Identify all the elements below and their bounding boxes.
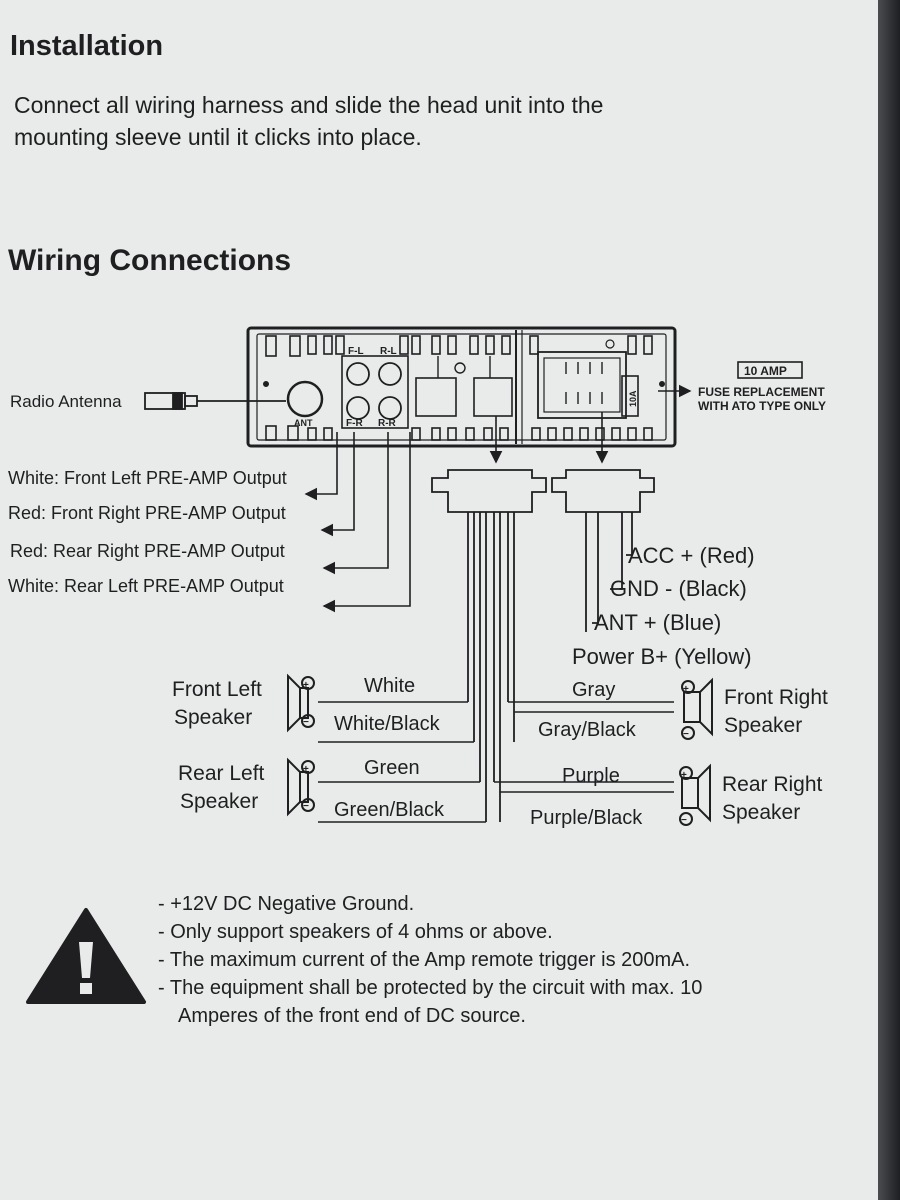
front-right-neg-wire: Gray/Black — [538, 719, 637, 741]
front-left-label-line-1: Front Left — [172, 678, 262, 701]
rear-right-pos-wire: Purple — [562, 765, 620, 787]
front-left-plus: + — [303, 680, 309, 691]
rear-left-neg-wire: Green/Black — [334, 799, 445, 821]
front-right-label-line-1: Front Right — [724, 686, 828, 709]
note-circuit-protection: - The equipment shall be protected by th… — [158, 977, 703, 999]
rear-right-minus: − — [681, 815, 687, 826]
preamp-output-front-right: Red: Front Right PRE-AMP Output — [8, 503, 286, 523]
preamp-output-rear-right: Red: Rear Right PRE-AMP Output — [10, 541, 285, 561]
rear-right-label-line-1: Rear Right — [722, 773, 823, 796]
wire-ant: ANT + (Blue) — [594, 610, 721, 635]
head-unit — [246, 326, 677, 448]
note-ground: - +12V DC Negative Ground. — [158, 893, 415, 915]
manual-page: Installation Connect all wiring harness … — [0, 0, 878, 1200]
warning-notes: - +12V DC Negative Ground. - Only suppor… — [158, 890, 858, 1030]
port-label-rl: R-L — [380, 346, 397, 357]
installation-text-line-1: Connect all wiring harness and slide the… — [14, 92, 604, 118]
rear-left-pos-wire: Green — [364, 757, 420, 779]
wire-acc: ACC + (Red) — [628, 543, 755, 568]
wiring-diagram: 10A F-L R-L F-R R-R ANT Radio Antenna 10… — [8, 326, 828, 829]
rear-right-plus: + — [681, 770, 687, 781]
rear-left-speaker-icon — [287, 757, 315, 817]
speaker-wires — [318, 701, 674, 823]
preamp-output-front-left: White: Front Left PRE-AMP Output — [8, 468, 287, 488]
radio-antenna-label: Radio Antenna — [10, 392, 122, 411]
note-speaker-ohms: - Only support speakers of 4 ohms or abo… — [158, 921, 553, 943]
front-left-pos-wire: White — [364, 675, 415, 697]
front-right-pos-wire: Gray — [572, 679, 615, 701]
warning-triangle-icon — [26, 908, 146, 1004]
front-left-label-line-2: Speaker — [174, 706, 252, 729]
speaker-harness-plug — [431, 469, 547, 822]
front-right-label-line-2: Speaker — [724, 714, 802, 737]
rear-right-label-line-2: Speaker — [722, 801, 800, 824]
background-edge — [878, 0, 900, 1200]
front-left-minus: − — [303, 717, 309, 728]
wire-gnd: GND - (Black) — [610, 576, 747, 601]
front-left-neg-wire: White/Black — [334, 713, 441, 735]
note-amp-trigger: - The maximum current of the Amp remote … — [158, 949, 691, 971]
rear-left-label-line-2: Speaker — [180, 790, 258, 813]
front-right-minus: − — [683, 729, 689, 740]
rear-left-label-line-1: Rear Left — [178, 762, 265, 785]
rear-left-plus: + — [303, 764, 309, 775]
installation-heading: Installation — [10, 30, 164, 62]
fuse-note-line-1: FUSE REPLACEMENT — [698, 385, 825, 399]
wiring-heading: Wiring Connections — [8, 244, 292, 277]
front-left-speaker-icon — [287, 673, 315, 733]
installation-text-line-2: mounting sleeve until it clicks into pla… — [14, 124, 422, 150]
rear-left-minus: − — [303, 801, 309, 812]
front-right-speaker-icon — [681, 677, 713, 740]
fuse-rating-box — [737, 361, 803, 379]
note-circuit-protection-cont: Amperes of the front end of DC source. — [178, 1005, 526, 1027]
rear-right-speaker-icon — [679, 763, 711, 826]
port-label-fr: F-R — [346, 418, 363, 429]
rear-right-neg-wire: Purple/Black — [530, 807, 643, 829]
preamp-leads — [304, 432, 411, 613]
fuse-rating: 10 AMP — [744, 364, 787, 378]
power-harness-plug — [551, 469, 655, 632]
port-label-ant: ANT — [294, 418, 313, 428]
port-label-fl: F-L — [348, 346, 364, 357]
port-label-rr: R-R — [378, 418, 397, 429]
preamp-output-rear-left: White: Rear Left PRE-AMP Output — [8, 576, 284, 596]
fuse-note-line-2: WITH ATO TYPE ONLY — [698, 399, 826, 413]
fuse-mark: 10A — [628, 390, 638, 407]
wire-power-b: Power B+ (Yellow) — [572, 644, 752, 669]
antenna-plug — [144, 392, 286, 410]
front-right-plus: + — [683, 684, 689, 695]
